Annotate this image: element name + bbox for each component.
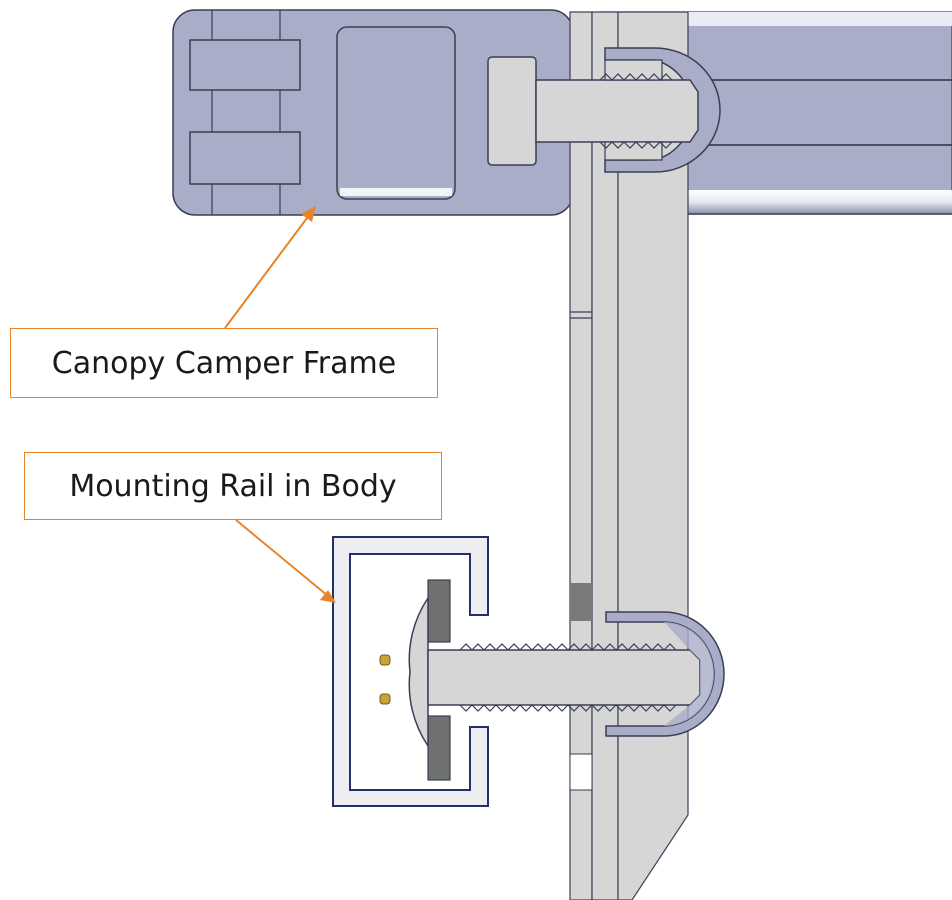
rail-nut-bottom xyxy=(427,715,451,781)
arrowhead-frame xyxy=(301,206,316,222)
label-mounting-rail: Mounting Rail in Body xyxy=(24,452,442,520)
canopy-frame xyxy=(172,9,574,216)
pin-top xyxy=(379,654,391,666)
callout-leaders xyxy=(224,206,336,603)
frame-slot-top xyxy=(189,39,301,91)
arrowhead-rail xyxy=(320,590,336,603)
leader-frame xyxy=(224,213,311,329)
rail-nut-top xyxy=(427,579,451,643)
bottom-bolt xyxy=(379,579,725,781)
leader-rail xyxy=(235,519,329,597)
mounting-rail xyxy=(332,536,489,807)
pin-bottom xyxy=(379,693,391,705)
label-canopy-camper-frame: Canopy Camper Frame xyxy=(10,328,438,398)
frame-pocket xyxy=(336,26,456,200)
frame-slot-bottom xyxy=(189,131,301,185)
top-bolt xyxy=(487,47,721,173)
bolt-head xyxy=(408,595,429,749)
